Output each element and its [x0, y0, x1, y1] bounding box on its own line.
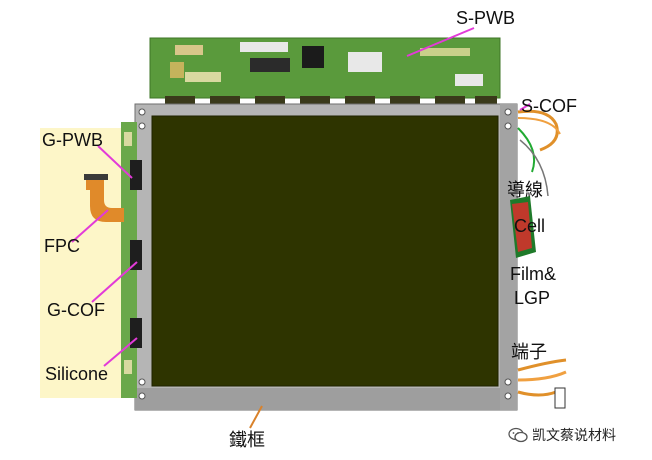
label-frame: 鐵框 [229, 430, 265, 450]
label-silicone: Silicone [45, 364, 109, 384]
label-film: Film& [510, 264, 556, 284]
lcd-panel [151, 115, 499, 387]
cell-and-wires [510, 109, 567, 409]
label-terminal: 端子 [511, 342, 547, 362]
wechat-icon [508, 427, 528, 443]
frame-right-rail [500, 104, 517, 410]
label-wire: 導線 [507, 180, 543, 200]
fpc-ribbon [84, 174, 124, 222]
label-g-cof: G-COF [47, 300, 105, 320]
screw-holes [138, 108, 512, 400]
watermark: 凯文蔡说材料 [508, 424, 616, 446]
label-fpc: FPC [44, 236, 80, 256]
leader-lines [71, 27, 475, 367]
s-cof-leader [519, 103, 531, 111]
label-cell: Cell [514, 216, 546, 236]
label-g-pwb: G-PWB [42, 130, 103, 150]
label-s-pwb: S-PWB [456, 8, 516, 28]
label-s-cof: S-COF [521, 96, 577, 116]
highlight-band [40, 128, 122, 398]
frame-bottom-rail [135, 388, 517, 410]
label-lgp: LGP [514, 288, 551, 308]
watermark-text: 凯文蔡说材料 [532, 428, 616, 444]
frame-leader [249, 405, 263, 429]
s-pwb-board [149, 37, 501, 99]
